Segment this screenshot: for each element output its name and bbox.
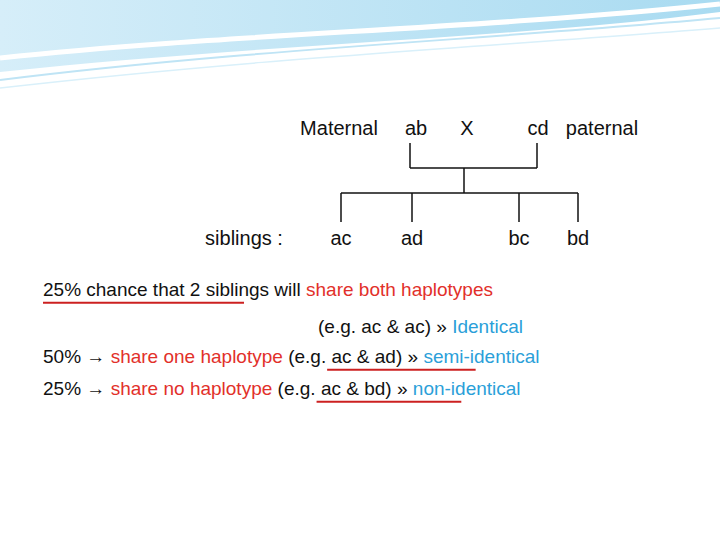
- note-line: 25%→ share no haplotype(e.g. ac & bd) »no…: [43, 378, 526, 401]
- cross-sign: X: [460, 117, 473, 139]
- note-emphasis: share no haplotype: [111, 378, 273, 401]
- pedigree-line: [409, 143, 411, 168]
- pedigree-line: [577, 193, 579, 222]
- arrow-symbol: →: [86, 346, 105, 369]
- note-emphasis: share both haplotypes: [306, 279, 493, 302]
- note-text: 25% chance that 2 siblings will: [43, 279, 301, 302]
- haplotype: bd: [567, 227, 589, 249]
- hand-underline: [317, 401, 462, 403]
- haplotype: ab: [405, 117, 427, 139]
- pedigree-line: [340, 193, 342, 222]
- row-label: siblings :: [205, 227, 283, 249]
- pedigree-line: [410, 167, 537, 169]
- note-line: (e.g. ac & ac) »Identical: [318, 316, 528, 339]
- class-term: non-identical: [413, 378, 521, 401]
- note-text: (e.g. ac & ad) »: [288, 346, 418, 369]
- haplotype: cd: [527, 117, 548, 139]
- pedigree-line: [536, 143, 538, 168]
- class-term: Identical: [452, 316, 523, 339]
- hand-underline: [327, 369, 476, 371]
- note-text: (e.g. ac & ac) »: [318, 316, 447, 339]
- header-swoosh: [0, 18, 720, 80]
- parent-label: Maternal: [300, 117, 378, 139]
- note-text: (e.g. ac & bd) »: [278, 378, 408, 401]
- header-swoosh: [0, 28, 720, 88]
- haplotype: bc: [508, 227, 529, 249]
- pedigree-line: [341, 192, 578, 194]
- note-line: 25% chance that 2 siblings willshare bot…: [43, 279, 498, 302]
- haplotype: ac: [330, 227, 351, 249]
- percentage: 25%: [43, 378, 81, 401]
- parent-label: paternal: [566, 117, 638, 139]
- percentage: 50%: [43, 346, 81, 369]
- pedigree-line: [463, 168, 465, 193]
- note-emphasis: share one haplotype: [111, 346, 283, 369]
- class-term: semi-identical: [423, 346, 539, 369]
- pedigree-line: [411, 193, 413, 222]
- header-swoosh: [0, 4, 720, 58]
- note-line: 50%→ share one haplotype(e.g. ac & ad) »s…: [43, 346, 545, 369]
- arrow-symbol: →: [86, 378, 105, 401]
- pedigree-line: [518, 193, 520, 222]
- hand-underline: [43, 302, 244, 304]
- haplotype: ad: [401, 227, 423, 249]
